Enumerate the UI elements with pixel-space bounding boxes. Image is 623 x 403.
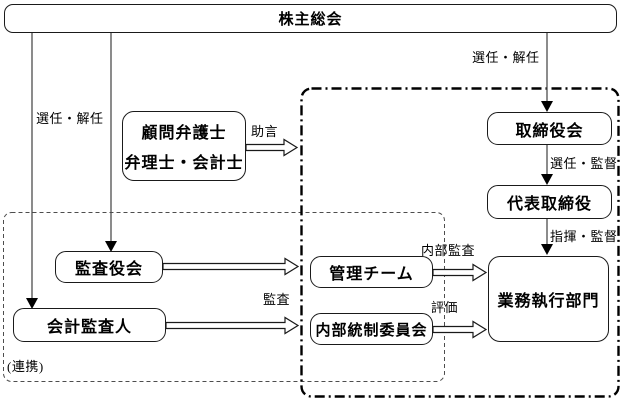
node-label: 代表取締役 [506, 196, 592, 213]
node-label: 会計監査人 [46, 319, 132, 336]
node-label: 取締役会 [515, 122, 584, 140]
edge-audit-board-arrow [162, 257, 300, 276]
arrowhead-down-icon [541, 244, 553, 255]
edge-internal-control-evaluation-arrow [432, 320, 488, 339]
node-advisors: 顧問弁護士 弁理士・会計士 [122, 111, 246, 181]
node-label: 管理チーム [329, 266, 414, 283]
node-label: 監査役会 [74, 261, 143, 278]
arrowhead-down-icon [26, 298, 38, 309]
solid-arrowheads [26, 101, 553, 309]
node-internal-control-committee: 内部統制委員会 [310, 313, 433, 345]
node-representative-director: 代表取締役 [487, 185, 612, 219]
edge-label-appoint-dismiss-left: 選任・解任 [36, 111, 104, 126]
node-management-team: 管理チーム [310, 256, 433, 288]
hollow-arrows [162, 138, 488, 339]
node-label-line2: 弁理士・会計士 [124, 155, 244, 173]
node-board-of-directors: 取締役会 [487, 112, 612, 145]
arrowhead-down-icon [541, 101, 553, 112]
edge-management-internal-audit-arrow [432, 263, 488, 282]
edge-label-advice: 助言 [251, 124, 279, 139]
node-label: 株主総会 [278, 11, 343, 28]
node-label-line1: 顧問弁護士 [141, 124, 227, 142]
node-audit-board: 監査役会 [55, 251, 163, 283]
node-business-execution-division: 業務執行部門 [488, 256, 609, 342]
edge-label-direct-supervise: 指揮・監督 [550, 229, 618, 244]
arrowhead-down-icon [541, 174, 553, 185]
edge-label-evaluation: 評価 [431, 300, 459, 315]
edge-label-internal-audit: 内部監査 [421, 243, 476, 258]
edge-accounting-auditor-audit-arrow [165, 316, 300, 335]
cooperation-note: (連携) [7, 359, 44, 374]
governance-group-border [300, 87, 620, 398]
node-accounting-auditor: 会計監査人 [13, 308, 166, 342]
arrowhead-down-icon [105, 241, 117, 252]
node-label: 内部統制委員会 [315, 321, 428, 339]
cooperation-group-border [3, 212, 445, 382]
edge-label-appoint-dismiss-right: 選任・解任 [472, 50, 540, 65]
node-label: 業務執行部門 [497, 293, 600, 310]
edge-label-audit: 監査 [263, 292, 291, 307]
edge-advisors-advice-arrow [245, 138, 299, 157]
vertical-connectors [31, 33, 548, 299]
edge-label-appoint-supervise: 選任・監督 [550, 156, 618, 171]
node-shareholders-meeting: 株主総会 [4, 4, 617, 33]
